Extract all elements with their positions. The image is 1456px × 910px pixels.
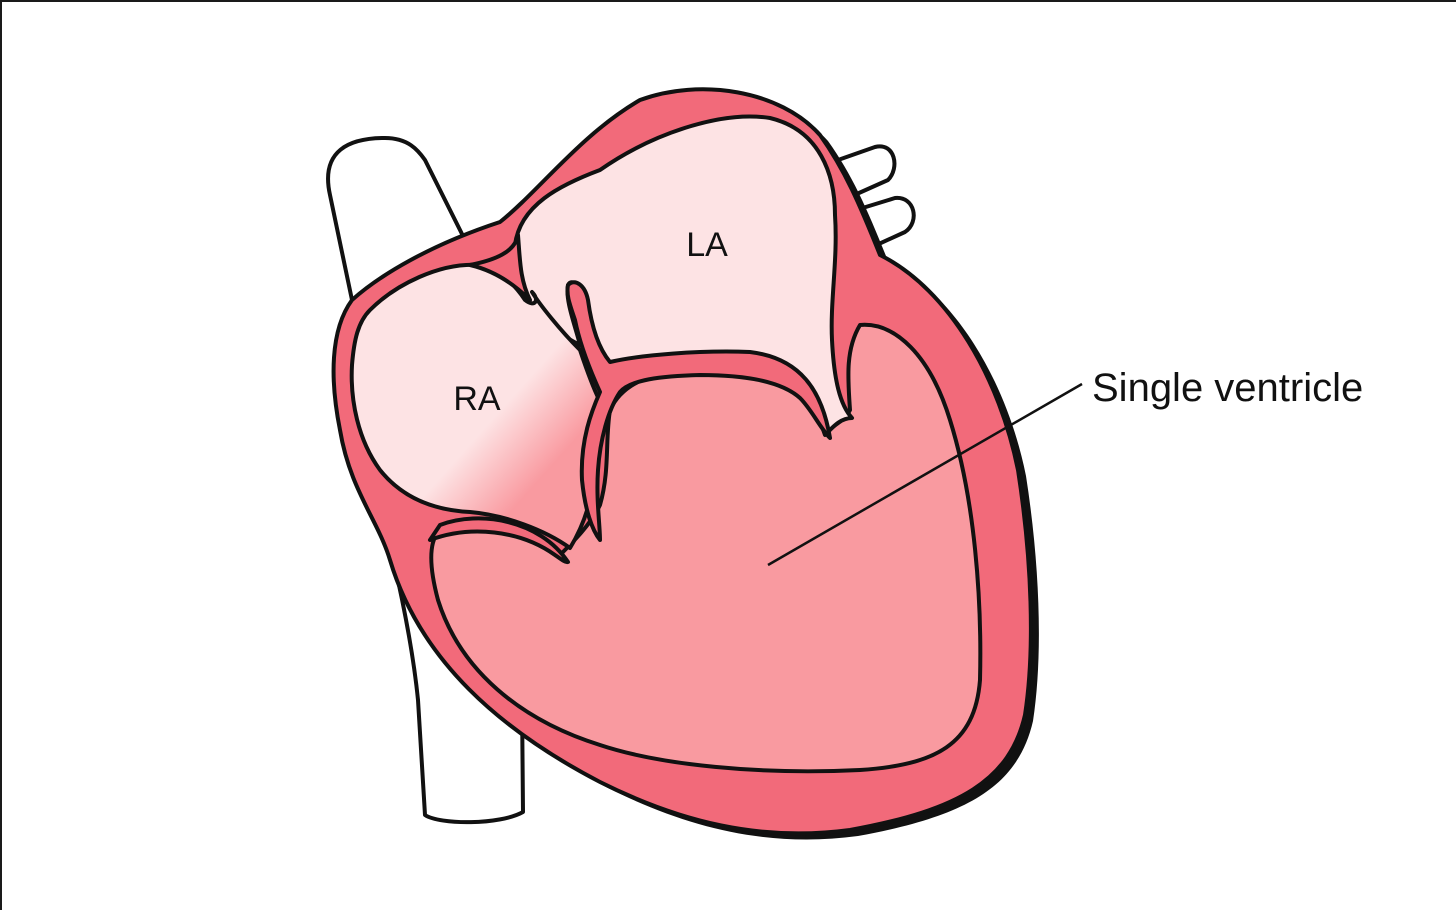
label-single-ventricle: Single ventricle bbox=[1092, 366, 1363, 410]
label-ra: RA bbox=[453, 380, 501, 418]
label-la: LA bbox=[686, 226, 728, 264]
